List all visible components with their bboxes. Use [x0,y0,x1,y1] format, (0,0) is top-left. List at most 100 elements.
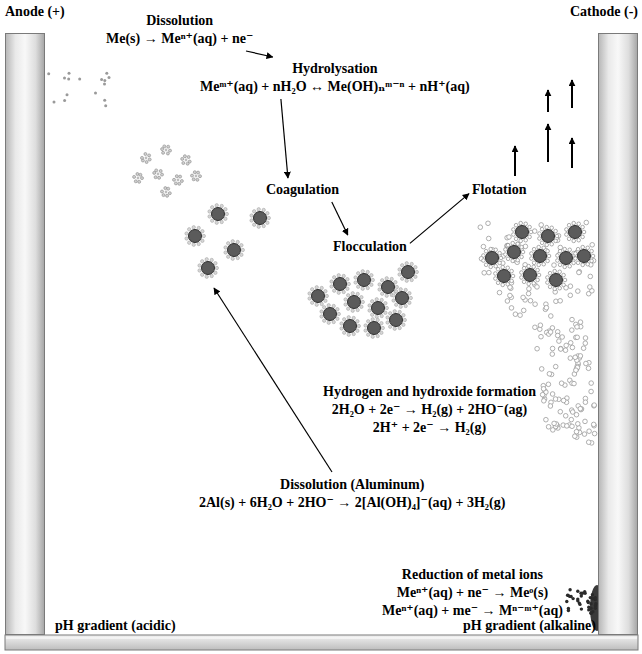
particle-halo-dot [215,266,218,269]
particle-halo-bubble [556,254,560,258]
process-arrow [281,99,288,178]
reduced-metal-dot [576,590,579,593]
hydroxide-species-dot [185,159,188,162]
reaction-equation: 2Al(s) + 6H₂O + 2HO⁻ → 2[Al(OH)₄]⁻(aq) +… [199,494,505,512]
particle-halo-dot [390,277,393,280]
particle-halo-bubble [482,254,486,258]
particle-halo-dot [343,318,346,321]
electrode: Cathode (-) [528,3,638,635]
particle-halo-dot [205,275,208,278]
pollutant-particle [324,308,337,321]
particle-halo-dot [224,251,227,254]
particle-halo-dot [398,310,401,313]
metal-ion-dot [67,78,70,81]
hydroxide-species-dot [165,191,168,194]
particle-halo-dot [311,301,314,304]
reduced-metal-dot [594,596,597,599]
hydroxide-species-dot [162,151,165,154]
particle-halo-dot [308,292,311,295]
particle-halo-bubble [524,222,528,226]
particle-halo-dot [210,274,213,277]
particle-halo-dot [408,292,411,295]
particle-halo-bubble [511,274,515,278]
pollutant-particle [212,208,225,221]
reduced-metal-dot [591,593,594,596]
particle-halo-dot [398,326,401,329]
particle-halo-bubble [498,251,502,255]
particle-halo-dot [347,307,350,310]
particle-halo-bubble [591,254,595,258]
hydrogen-bubble [521,295,526,300]
particle-halo-dot [381,279,384,282]
particle-halo-dot [354,276,357,279]
particle-halo-dot [401,264,404,267]
particle-halo-dot [231,257,234,260]
particle-halo-dot [414,266,417,269]
hydroxide-species-dot [181,157,184,160]
particle-halo-dot [389,312,392,315]
metal-ion-dot [68,72,71,75]
process-step: Reduction of metal ionsMeⁿ⁺(aq) + ne⁻ → … [382,566,563,620]
hydrogen-bubble [505,299,510,304]
particle-halo-dot [227,242,230,245]
hydrogen-bubble [572,381,577,386]
metal-ion-dot [103,83,106,86]
particle-halo-bubble [568,248,572,252]
particle-halo-dot [311,288,314,291]
particle-halo-bubble [537,263,541,267]
process-step: Flotation [472,181,526,199]
hydroxide-species-dot [186,162,189,165]
hydrogen-bubble [584,361,589,366]
particle-halo-bubble [555,234,559,238]
particle-halo-dot [404,288,407,291]
particle-halo-dot [357,324,360,327]
hydrogen-bubble [552,421,557,426]
particle-halo-dot [201,230,204,233]
hydroxide-species-dot [158,176,161,179]
particle-halo-dot [342,290,345,293]
particle-halo-dot [367,320,370,323]
hydroxide-species-dot [148,158,151,161]
particle-halo-bubble [530,252,534,256]
particle-halo-bubble [576,247,580,251]
particle-halo-dot [370,283,373,286]
particle-halo-dot [330,280,333,283]
hydrogen-bubble [568,293,573,298]
particle-halo-bubble [494,272,498,276]
particle-halo-bubble [581,235,585,239]
hydrogen-bubble [526,291,531,296]
hydroxide-species-dot [192,178,195,181]
particle-halo-bubble [514,237,518,241]
hydrogen-bubble [570,328,575,333]
reaction-equation: Meⁿ⁺(aq) + me⁻ → Mⁿ⁻ᵐ⁺(aq) [382,602,563,620]
particle-halo-dot [324,299,327,302]
metal-ion-dot [94,92,97,95]
reaction-equation: 2H₂O + 2e⁻ → H₂(g) + 2HO⁻(ag) [323,401,536,419]
particle-halo-dot [342,274,345,277]
particle-halo-dot [324,290,327,293]
hydrogen-bubble [518,313,523,318]
particle-halo-bubble [548,271,552,275]
metal-ion-dot [103,99,106,102]
reaction-equation: Meⁿ⁺(aq) + ne⁻ → Meᵒ(s) [382,584,563,602]
reduced-metal-dot [589,611,592,614]
hydrogen-bubble [555,333,560,338]
particle-halo-bubble [546,281,550,285]
hydrogen-bubble [549,314,554,319]
particle-halo-bubble [572,261,576,265]
hydrogen-bubble [507,235,512,240]
particle-halo-dot [357,285,360,288]
particle-halo-dot [266,221,269,224]
hydroxide-species-dot [169,149,172,152]
hydroxide-species-dot [178,182,181,185]
particle-halo-dot [333,289,336,292]
particle-halo-bubble [512,233,516,237]
particle-halo-dot [375,298,378,301]
particle-halo-dot [320,310,323,313]
particle-halo-dot [325,294,328,297]
hydrogen-bubble [539,367,544,372]
reaction-equation: 2H⁺ + 2e⁻ → H₂(g) [323,419,536,437]
particle-halo-bubble [545,243,549,247]
pollutant-particle [358,274,371,287]
